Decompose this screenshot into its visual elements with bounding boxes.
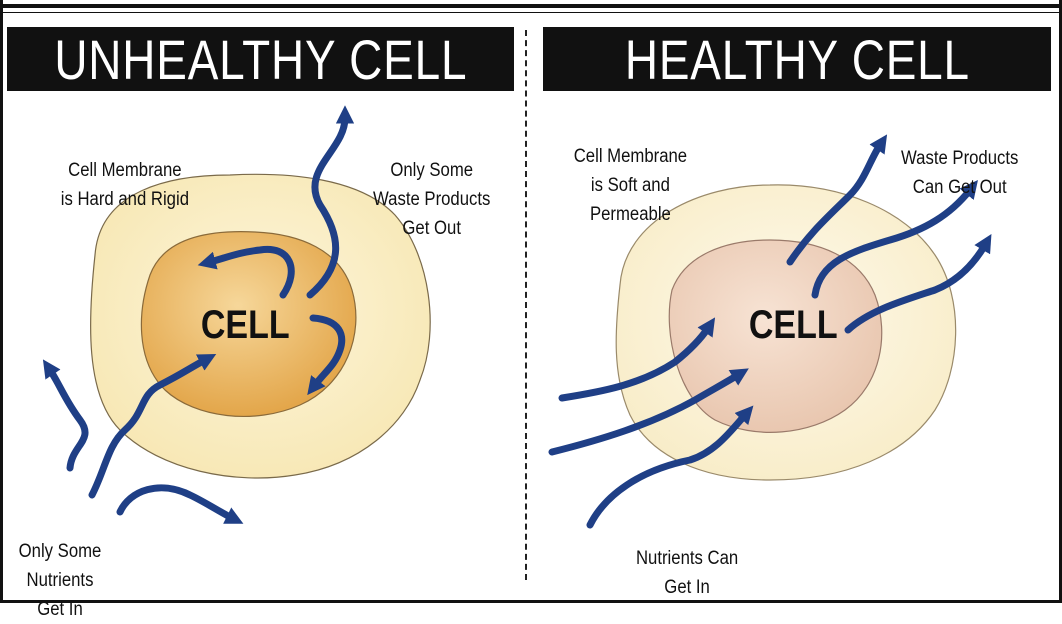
healthy-cell-label-text: CELL [748,303,838,347]
arrow-nutrient-in-3 [586,405,754,529]
arrow-bounce-back-top [197,245,295,299]
diagram-frame [0,0,1062,603]
unhealthy-nutrients-label: Only Some Nutrients Get In [0,508,120,624]
unhealthy-nutrients-label-text: Only Some Nutrients Get In [18,541,102,620]
arrow-waste-out-2 [811,180,978,299]
healthy-membrane-label-text: Cell Membrane is Soft and Permeable [573,146,687,225]
arrow-waste-out-unhealthy [306,105,355,299]
unhealthy-cell-label: CELL [193,303,297,348]
arrow-nutrient-blocked-bottom [116,484,244,524]
unhealthy-membrane-label: Cell Membrane is Hard and Rigid [20,127,230,214]
panel-divider [525,30,527,580]
unhealthy-waste-label: Only Some Waste Products Get Out [352,127,512,243]
arrow-nutrient-in-2 [548,368,749,456]
unhealthy-cell-title-text: UNHEALTHY CELL [54,27,467,91]
unhealthy-cell-label-text: CELL [200,303,290,347]
top-rule-thin [0,12,1062,13]
healthy-waste-label: Waste Products Can Get Out [880,115,1040,202]
healthy-cell-title-text: HEALTHY CELL [624,27,970,91]
arrow-bounce-back-right [307,314,346,396]
arrow-waste-out-3 [844,234,992,334]
arrow-nutrient-blocked-left [42,359,89,472]
unhealthy-cell-title: UNHEALTHY CELL [7,27,514,91]
healthy-waste-label-text: Waste Products Can Get Out [901,148,1019,198]
arrow-waste-out-1 [786,134,888,266]
healthy-membrane-label: Cell Membrane is Soft and Permeable [540,113,720,229]
arrow-nutrient-in-unhealthy [88,354,217,499]
top-rule [0,4,1062,8]
healthy-nutrients-label-text: Nutrients Can Get In [636,548,739,598]
unhealthy-membrane-label-text: Cell Membrane is Hard and Rigid [60,160,190,210]
healthy-cell-label: CELL [741,303,845,348]
unhealthy-waste-label-text: Only Some Waste Products Get Out [373,160,491,239]
cell-diagram-art [42,105,992,529]
arrow-nutrient-in-1 [558,317,716,402]
healthy-nutrients-label: Nutrients Can Get In [610,515,765,602]
healthy-cell-title: HEALTHY CELL [543,27,1051,91]
